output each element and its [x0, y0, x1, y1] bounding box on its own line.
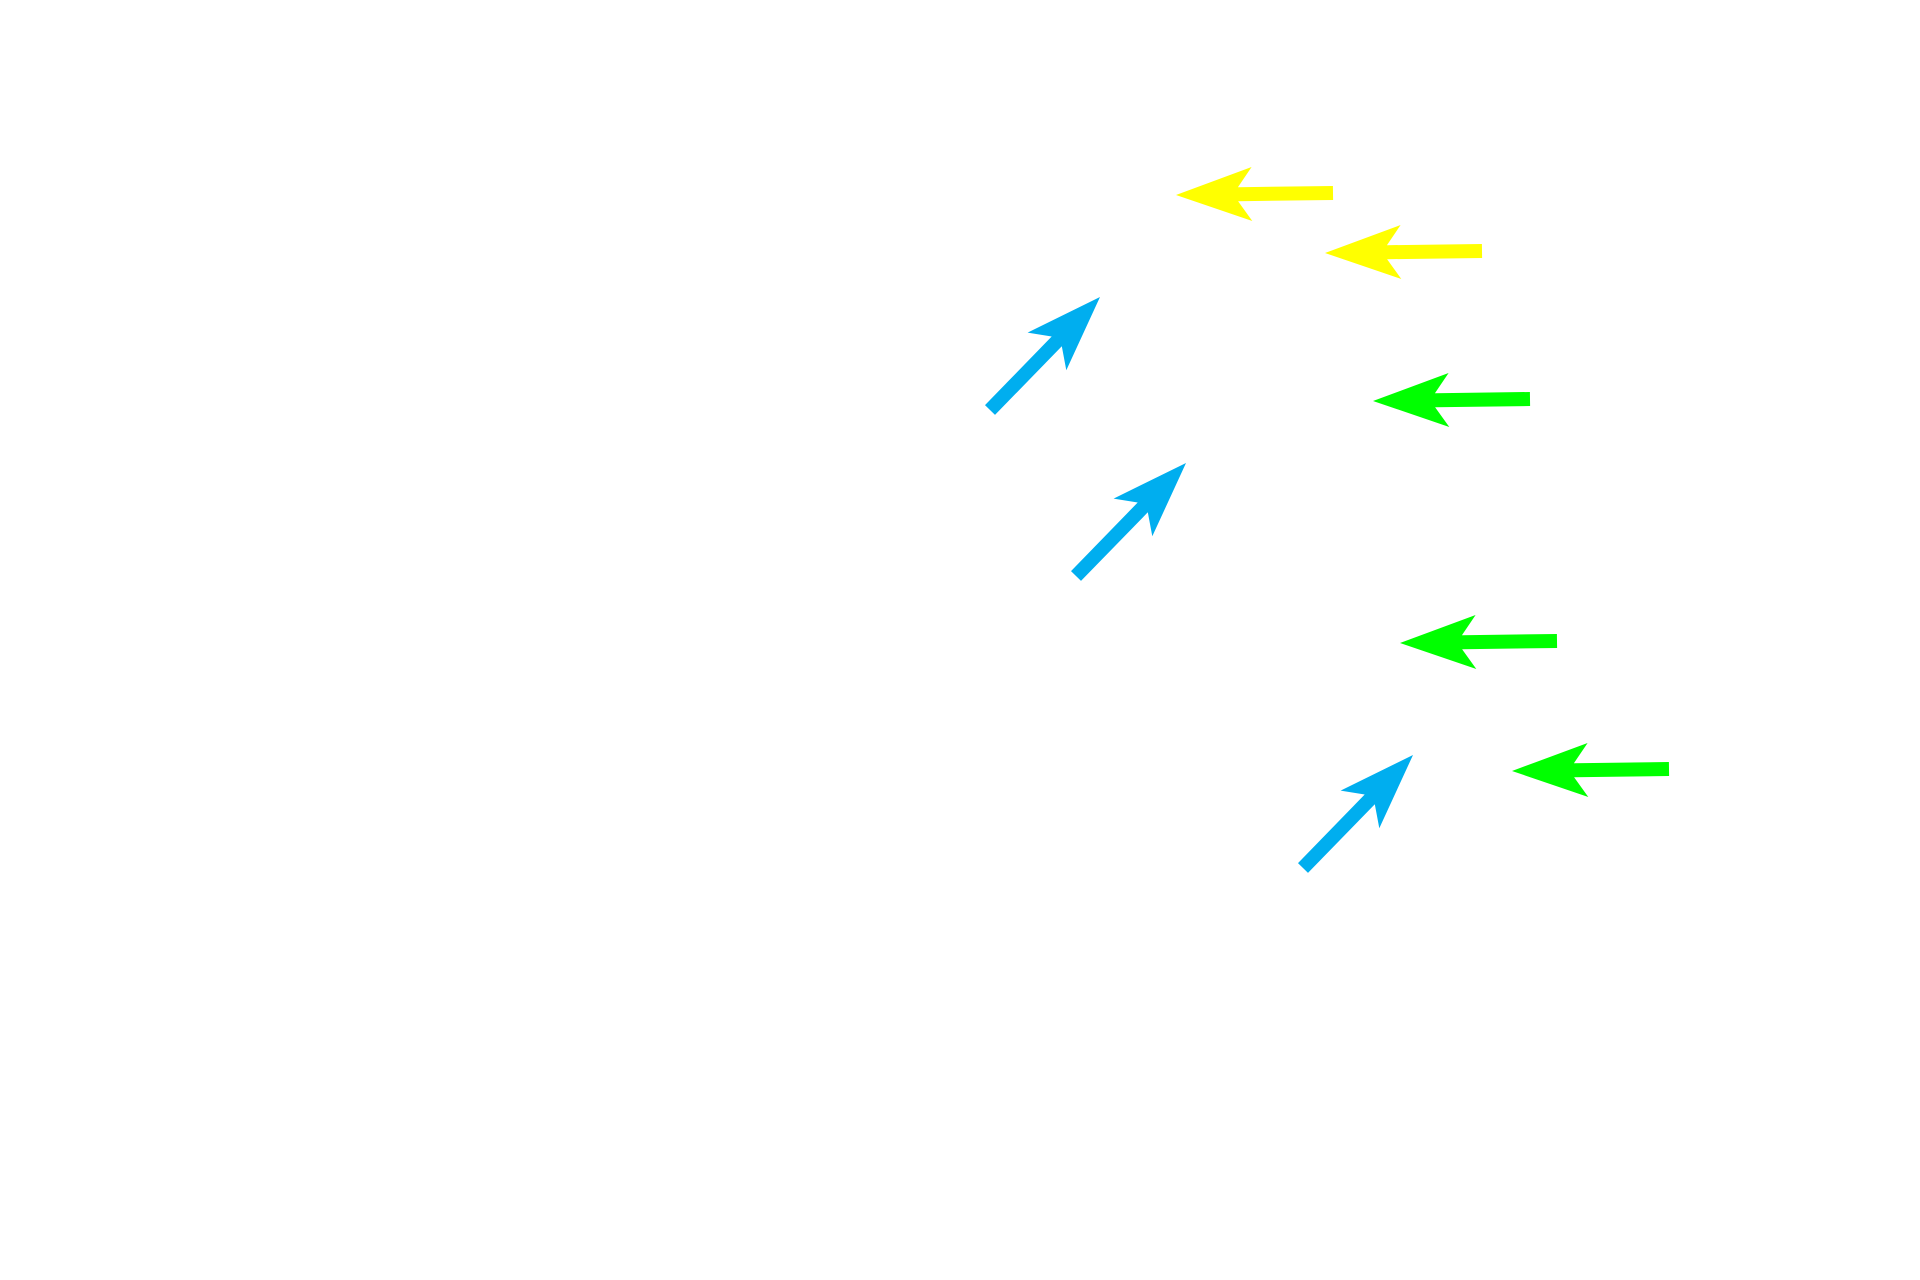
- yellow-arrow-2-icon: [1325, 225, 1483, 279]
- blue-arrow-1-icon: [985, 297, 1100, 415]
- blue-arrow-3-icon: [1298, 755, 1413, 873]
- blue-arrow-2-icon: [1071, 463, 1186, 581]
- green-arrow-3-icon: [1512, 743, 1670, 797]
- green-arrow-2-icon: [1400, 615, 1558, 669]
- green-arrow-1-icon: [1373, 373, 1531, 427]
- yellow-arrow-1-icon: [1176, 167, 1334, 221]
